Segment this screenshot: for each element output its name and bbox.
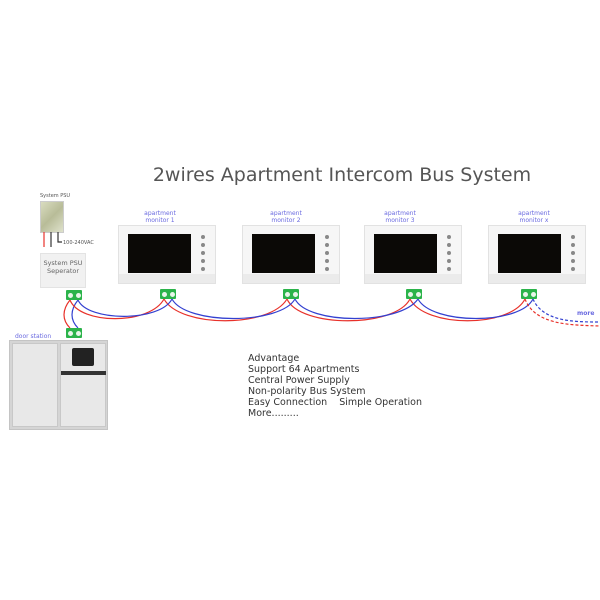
screw-icon: [75, 292, 81, 298]
monitor-label-line: monitor 1: [145, 216, 175, 224]
monitor-2-terminal: [283, 289, 299, 299]
monitor-x-terminal: [521, 289, 537, 299]
name-button-panel: [12, 343, 58, 427]
door-terminal: [66, 328, 82, 338]
door-station-label: door station: [15, 333, 52, 340]
monitor-label-line: monitor x: [519, 216, 549, 224]
diagram-title: 2wires Apartment Intercom Bus System: [152, 164, 532, 186]
apartment-monitor-3: [364, 225, 462, 284]
advantage-item: Easy Connection Simple Operation: [248, 397, 422, 408]
monitor-label-line: apartment: [384, 210, 416, 217]
camera-panel: [60, 343, 106, 427]
wire-sep-door-blue: [71, 299, 79, 329]
door-station: [9, 340, 108, 430]
advantage-item: Support 64 Apartments: [248, 364, 360, 375]
psu-wire-ac: [57, 232, 62, 243]
divider-bar: [61, 371, 106, 375]
monitor-label-line: apartment: [144, 210, 176, 217]
monitor-3-terminal: [406, 289, 422, 299]
camera-keypad-icon: [72, 348, 94, 366]
screw-icon: [67, 292, 73, 298]
bus-wire-more-red: [524, 298, 600, 327]
monitor-1-terminal: [160, 289, 176, 299]
screw-icon: [67, 330, 73, 336]
advantage-item: More.........: [248, 408, 299, 419]
screw-icon: [75, 330, 81, 336]
bus-wire-blue: [77, 297, 534, 319]
separator-terminal: [66, 290, 82, 300]
monitor-label-line: apartment: [270, 210, 302, 217]
advantage-heading: Advantage: [248, 353, 300, 364]
psu-voltage: 100-240VAC: [63, 240, 94, 246]
psu-separator: System PSU Seperator: [40, 253, 86, 288]
separator-label-2: Seperator: [46, 267, 80, 275]
apartment-monitor-2: [242, 225, 340, 284]
apartment-monitor-x: [488, 225, 586, 284]
wire-sep-door-red: [63, 299, 71, 329]
more-label: more: [577, 310, 595, 317]
monitor-label-line: monitor 3: [385, 216, 415, 224]
advantage-item: Central Power Supply: [248, 375, 350, 386]
advantages-list: Advantage Support 64 Apartments Central …: [248, 353, 422, 419]
bus-wire-more-blue: [532, 298, 600, 323]
apartment-monitor-1: [118, 225, 216, 284]
psu-label: System PSU: [40, 193, 71, 199]
monitor-label-line: apartment: [518, 210, 550, 217]
advantage-item: Non-polarity Bus System: [248, 386, 366, 397]
psu-image: [40, 201, 64, 233]
separator-label-1: System PSU: [43, 259, 83, 267]
monitor-label-line: monitor 2: [271, 216, 301, 224]
